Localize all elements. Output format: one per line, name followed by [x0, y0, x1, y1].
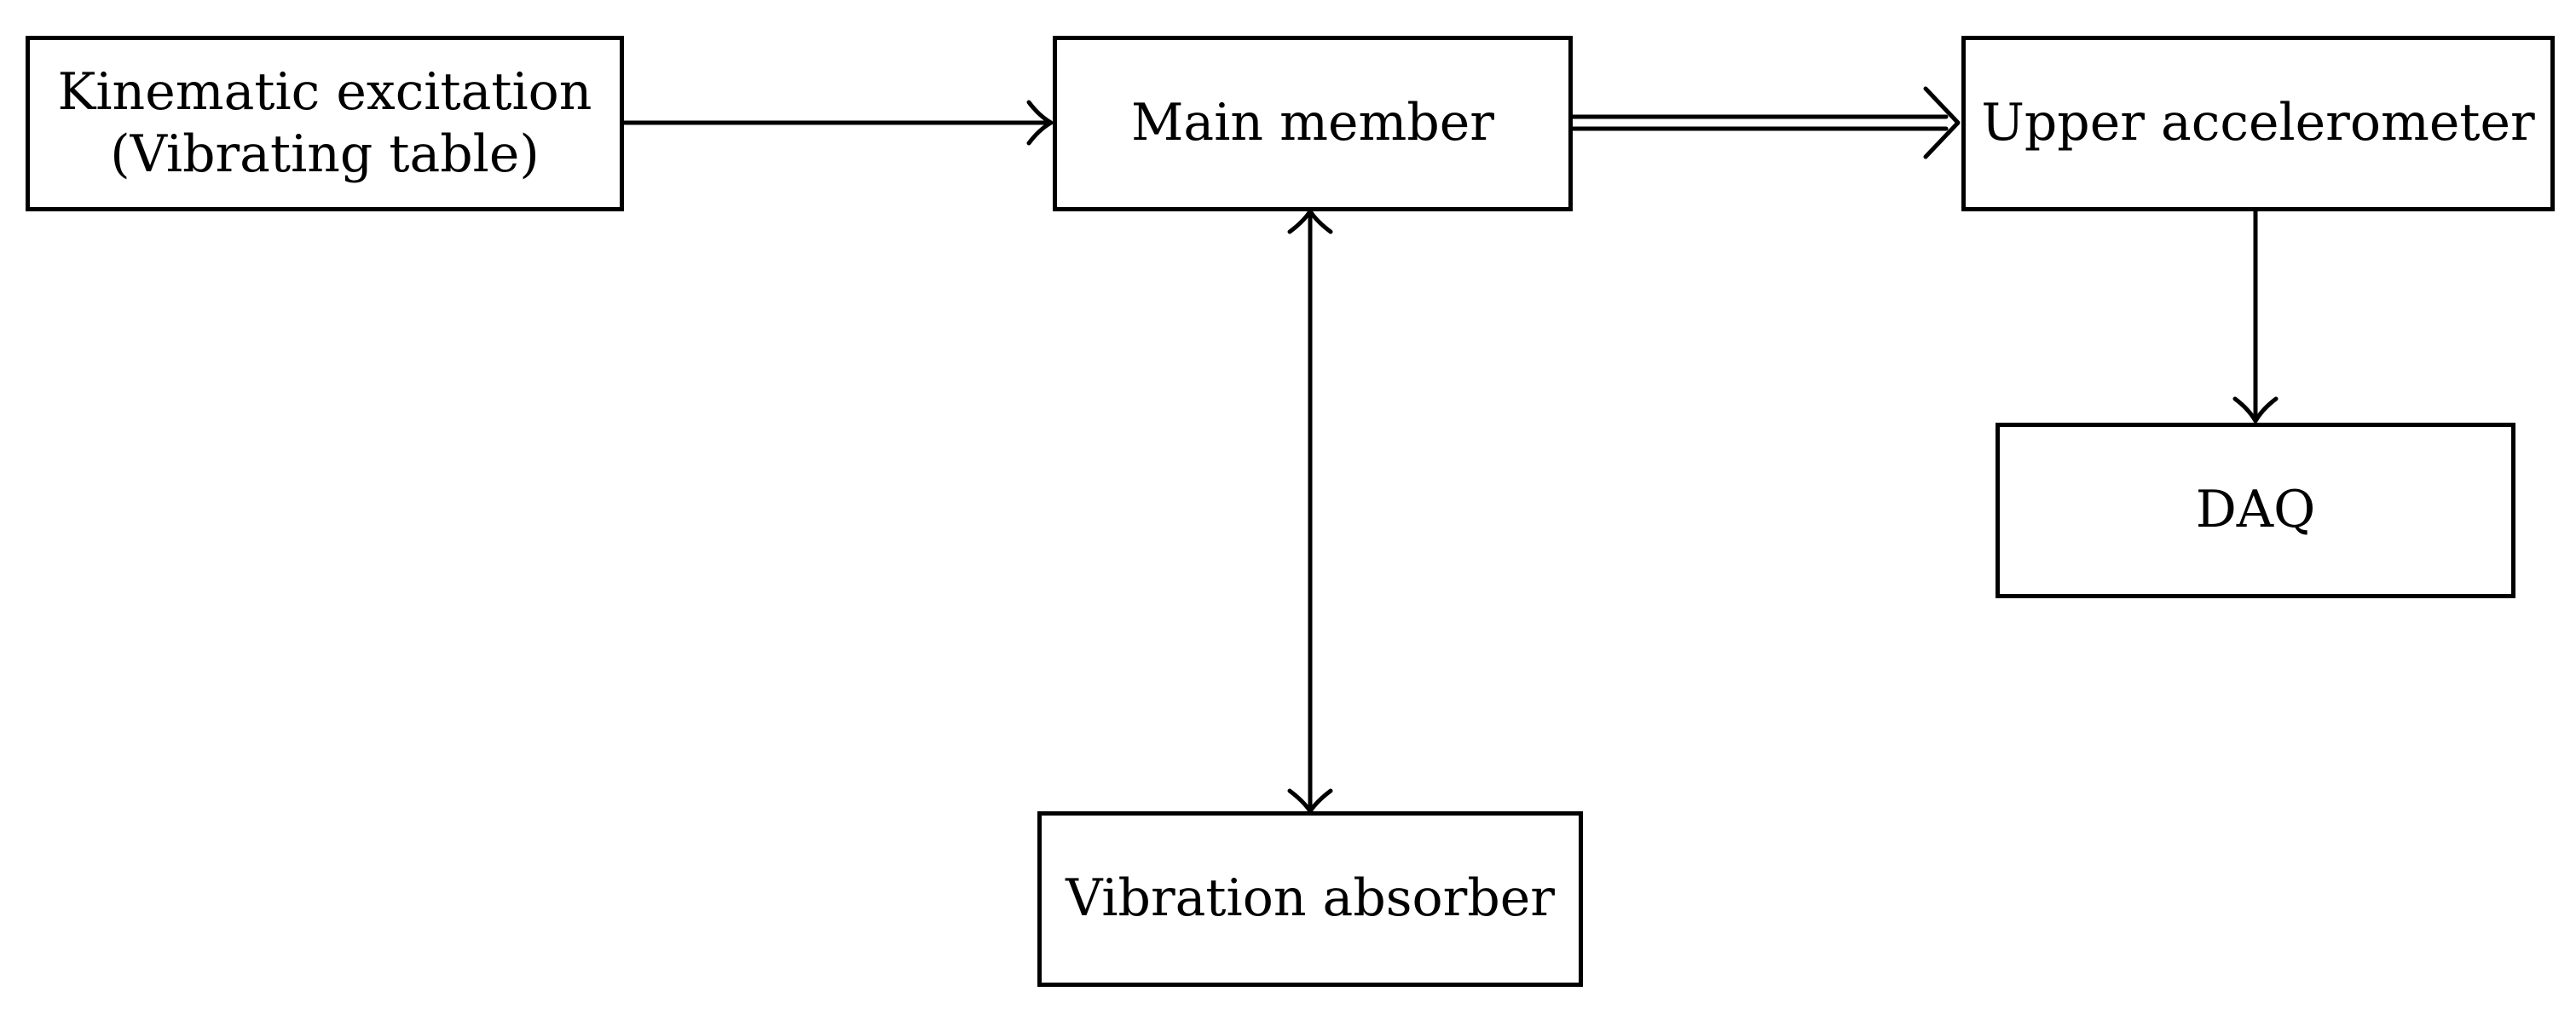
node-kinematic-excitation-label: Kinematic excitation (Vibrating table): [58, 61, 592, 186]
node-daq-label: DAQ: [2195, 480, 2316, 540]
node-kinematic-excitation: Kinematic excitation (Vibrating table): [26, 36, 624, 211]
node-main-member: Main member: [1053, 36, 1573, 211]
node-upper-accelerometer: Upper accelerometer: [1961, 36, 2555, 211]
node-vibration-absorber-label: Vibration absorber: [1066, 868, 1555, 929]
arrow-excitation-to-main-member: [621, 100, 1054, 146]
arrow-main-member-to-upper-accelerometer: [1570, 86, 1961, 159]
node-kinematic-excitation-line-2: (Vibrating table): [110, 124, 540, 184]
node-upper-accelerometer-label: Upper accelerometer: [1981, 93, 2535, 153]
node-kinematic-excitation-line-1: Kinematic excitation: [57, 61, 592, 122]
node-daq: DAQ: [1996, 423, 2515, 598]
arrow-main-member-vibration-absorber: [1287, 209, 1333, 814]
node-vibration-absorber: Vibration absorber: [1037, 811, 1583, 987]
node-main-member-label: Main member: [1130, 93, 1494, 153]
arrow-upper-accelerometer-to-daq: [2232, 209, 2279, 424]
